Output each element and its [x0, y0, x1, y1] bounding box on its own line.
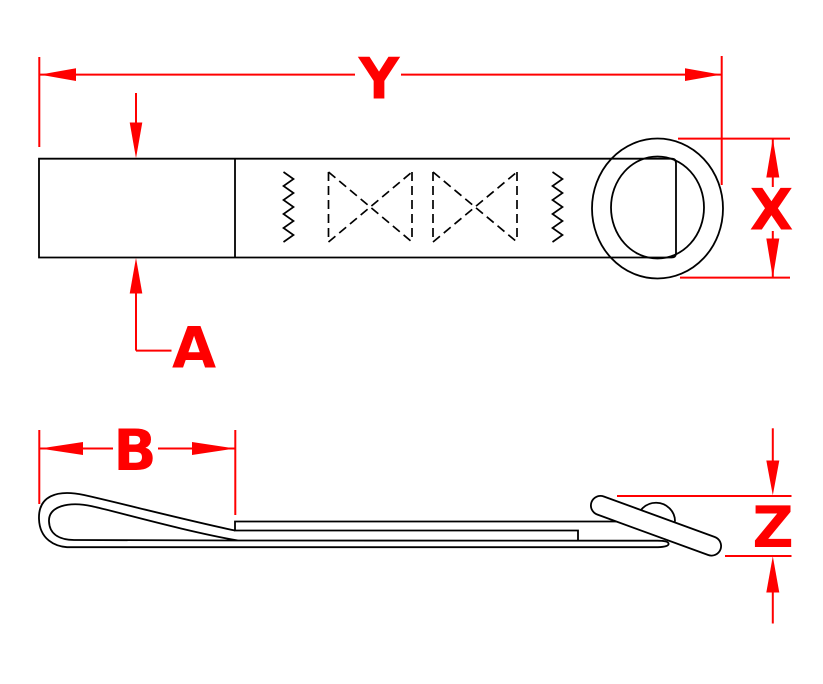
- dim-label-x: X: [750, 178, 794, 244]
- zigzag-stitch-1: [282, 171, 295, 243]
- dim-label-a: A: [172, 316, 216, 382]
- dim-x-arrow-top: [766, 138, 780, 178]
- box-x-stitch-1: [327, 171, 413, 243]
- top-view: [38, 137, 724, 280]
- dim-z: Z: [617, 428, 794, 624]
- dim-a: A: [129, 93, 216, 382]
- strap-outline: [38, 157, 677, 259]
- dim-x: X: [678, 137, 794, 279]
- dim-label-b: B: [113, 418, 156, 484]
- dim-y-arrow-right: [685, 68, 721, 81]
- dim-a-arrow-top: [129, 122, 143, 159]
- dim-label-z: Z: [752, 495, 793, 561]
- dim-label-y: Y: [357, 47, 400, 113]
- dim-b: B: [38, 418, 237, 515]
- side-strap-outer-outline: [38, 492, 670, 549]
- dim-b-arrow-right: [192, 442, 235, 455]
- zigzag-stitch-2: [551, 171, 564, 243]
- side-strap-inner-teardrop: [48, 503, 239, 542]
- box-x-stitch-2: [432, 171, 518, 243]
- dim-x-arrow-bottom: [766, 238, 780, 278]
- dim-y-arrow-left: [40, 68, 76, 81]
- dim-y: Y: [38, 47, 723, 185]
- ring-inner-circle: [610, 155, 705, 260]
- dim-z-arrow-bottom: [766, 556, 780, 593]
- dim-b-arrow-left: [40, 442, 83, 455]
- dim-a-arrow-bottom: [129, 257, 143, 294]
- ring-outer-circle: [591, 137, 724, 280]
- side-strap-top-layer: [234, 520, 640, 541]
- ring-rod-capsule: [590, 495, 722, 557]
- side-view: [38, 492, 722, 557]
- dim-z-arrow-top: [766, 460, 780, 496]
